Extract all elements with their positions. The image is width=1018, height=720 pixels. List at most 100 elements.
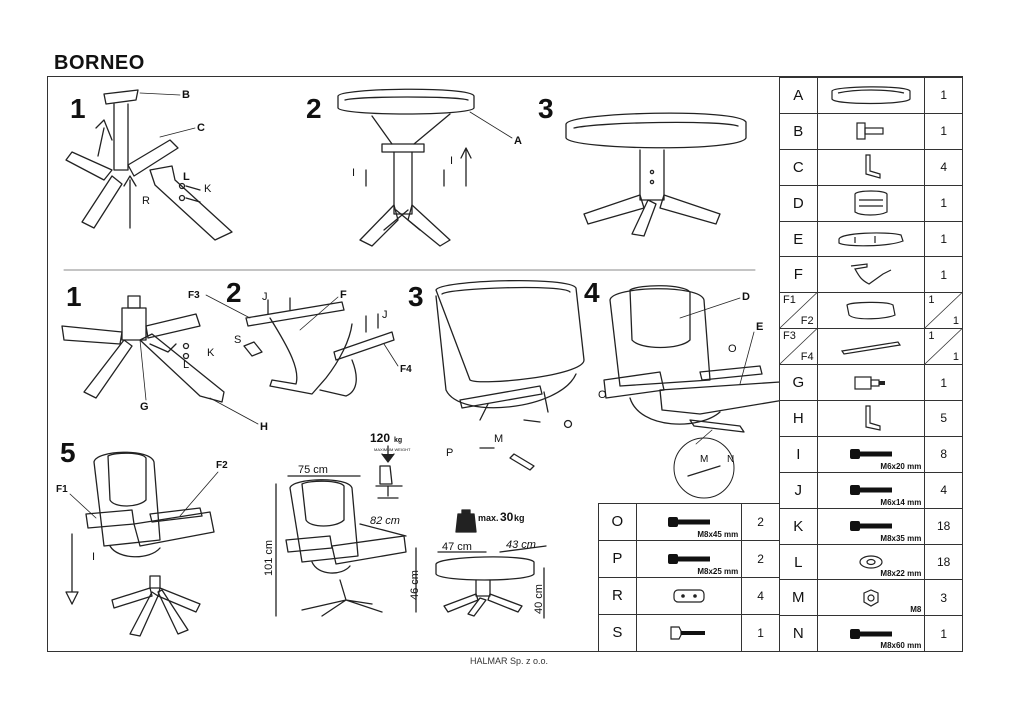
part-letter: F1	[783, 294, 796, 307]
part-letter: F3	[783, 330, 796, 343]
part-picture: M8x60 mm	[816, 615, 926, 653]
part-picture	[816, 292, 926, 330]
part-quantity: 1	[924, 256, 963, 294]
label-f1: F1	[56, 484, 68, 495]
part-quantity: 8	[924, 435, 963, 473]
bolt-icon	[818, 519, 925, 533]
label-h: H	[260, 421, 268, 433]
stool-max-weight-value: 30	[500, 510, 514, 524]
part-quantity: 4	[924, 471, 963, 509]
leg-icon	[818, 403, 925, 433]
ottoman-step-2-number: 2	[306, 93, 322, 124]
stool-dimensions-drawing	[435, 545, 547, 619]
part-size: M8x25 mm	[697, 566, 739, 576]
part-picture: M6x20 mm	[816, 435, 926, 473]
backrest-icon	[818, 188, 925, 218]
label-f2: F2	[216, 460, 228, 471]
label-m: M	[494, 433, 503, 445]
part-quantity: 1	[924, 364, 963, 402]
label-i-left: I	[352, 167, 355, 179]
chair-step-4-drawing	[603, 285, 785, 499]
part-letter: O	[598, 503, 637, 541]
label-n: N	[727, 454, 734, 465]
part-picture	[816, 256, 926, 294]
chair-step-2-number: 2	[226, 277, 242, 308]
part-picture	[816, 184, 926, 222]
part-letter: C	[779, 148, 818, 186]
part-quantity: 1	[928, 330, 935, 343]
ottoman-cushion-icon	[818, 83, 925, 107]
part-picture	[816, 364, 926, 402]
part-quantity: 1	[928, 294, 935, 307]
part-letter: I	[779, 435, 818, 473]
part-size: M6x20 mm	[880, 461, 922, 471]
label-g: G	[140, 401, 149, 413]
mounting-plate-icon	[818, 119, 925, 143]
part-picture	[816, 328, 926, 366]
chair-step-3-number: 3	[408, 281, 424, 312]
part-size: M6x14 mm	[880, 497, 922, 507]
part-letter: M	[779, 579, 818, 617]
label-f3: F3	[188, 290, 200, 301]
bolt-icon	[637, 515, 742, 529]
ottoman-step-1-number: 1	[70, 93, 86, 124]
dimension-width: 75 cm	[298, 464, 328, 476]
part-letter: R	[598, 576, 637, 615]
chair-max-weight-note: MAXIMUM WEIGHT	[374, 447, 411, 452]
part-quantity: 1	[924, 220, 963, 258]
part-picture	[816, 148, 926, 186]
rail-icon	[818, 339, 925, 355]
part-letter: D	[779, 184, 818, 222]
part-quantity: 1	[741, 613, 780, 652]
part-quantity: 4	[741, 576, 780, 615]
label-l: L	[183, 171, 190, 183]
nut-icon	[818, 589, 925, 607]
part-letter: G	[779, 364, 818, 402]
label-b: B	[182, 89, 190, 101]
label-o-left: O	[598, 389, 607, 401]
label-k-chair: K	[207, 347, 215, 359]
label-i-chair: I	[92, 551, 95, 563]
part-quantity: 1	[924, 112, 963, 150]
swivel-icon	[818, 372, 925, 394]
part-picture	[816, 220, 926, 258]
bolt-icon	[818, 483, 925, 497]
part-quantity: 2	[741, 539, 780, 578]
label-j-left: J	[262, 291, 268, 303]
ottoman-step-3-number: 3	[538, 93, 554, 124]
part-quantity-secondary: 1	[952, 351, 959, 364]
label-r: R	[142, 195, 150, 207]
spacer-icon	[637, 587, 742, 605]
chair-step-1-drawing	[61, 295, 225, 403]
part-letter-secondary: F2	[800, 315, 814, 328]
stool-weight-icon	[455, 509, 477, 533]
stool-dimension-width: 47 cm	[442, 541, 472, 553]
part-quantity: 1	[924, 184, 963, 222]
part-letter: H	[779, 400, 818, 437]
chair-step-5-drawing	[65, 451, 215, 637]
part-picture: M8x45 mm	[635, 503, 743, 541]
stool-dimension-depth: 43 cm	[506, 539, 536, 551]
label-a: A	[514, 135, 522, 147]
part-size: M8x60 mm	[880, 641, 922, 651]
chair-max-weight-unit: kg	[394, 437, 402, 444]
ottoman-step-2-drawing	[337, 88, 475, 247]
armrest-icon	[818, 299, 925, 323]
